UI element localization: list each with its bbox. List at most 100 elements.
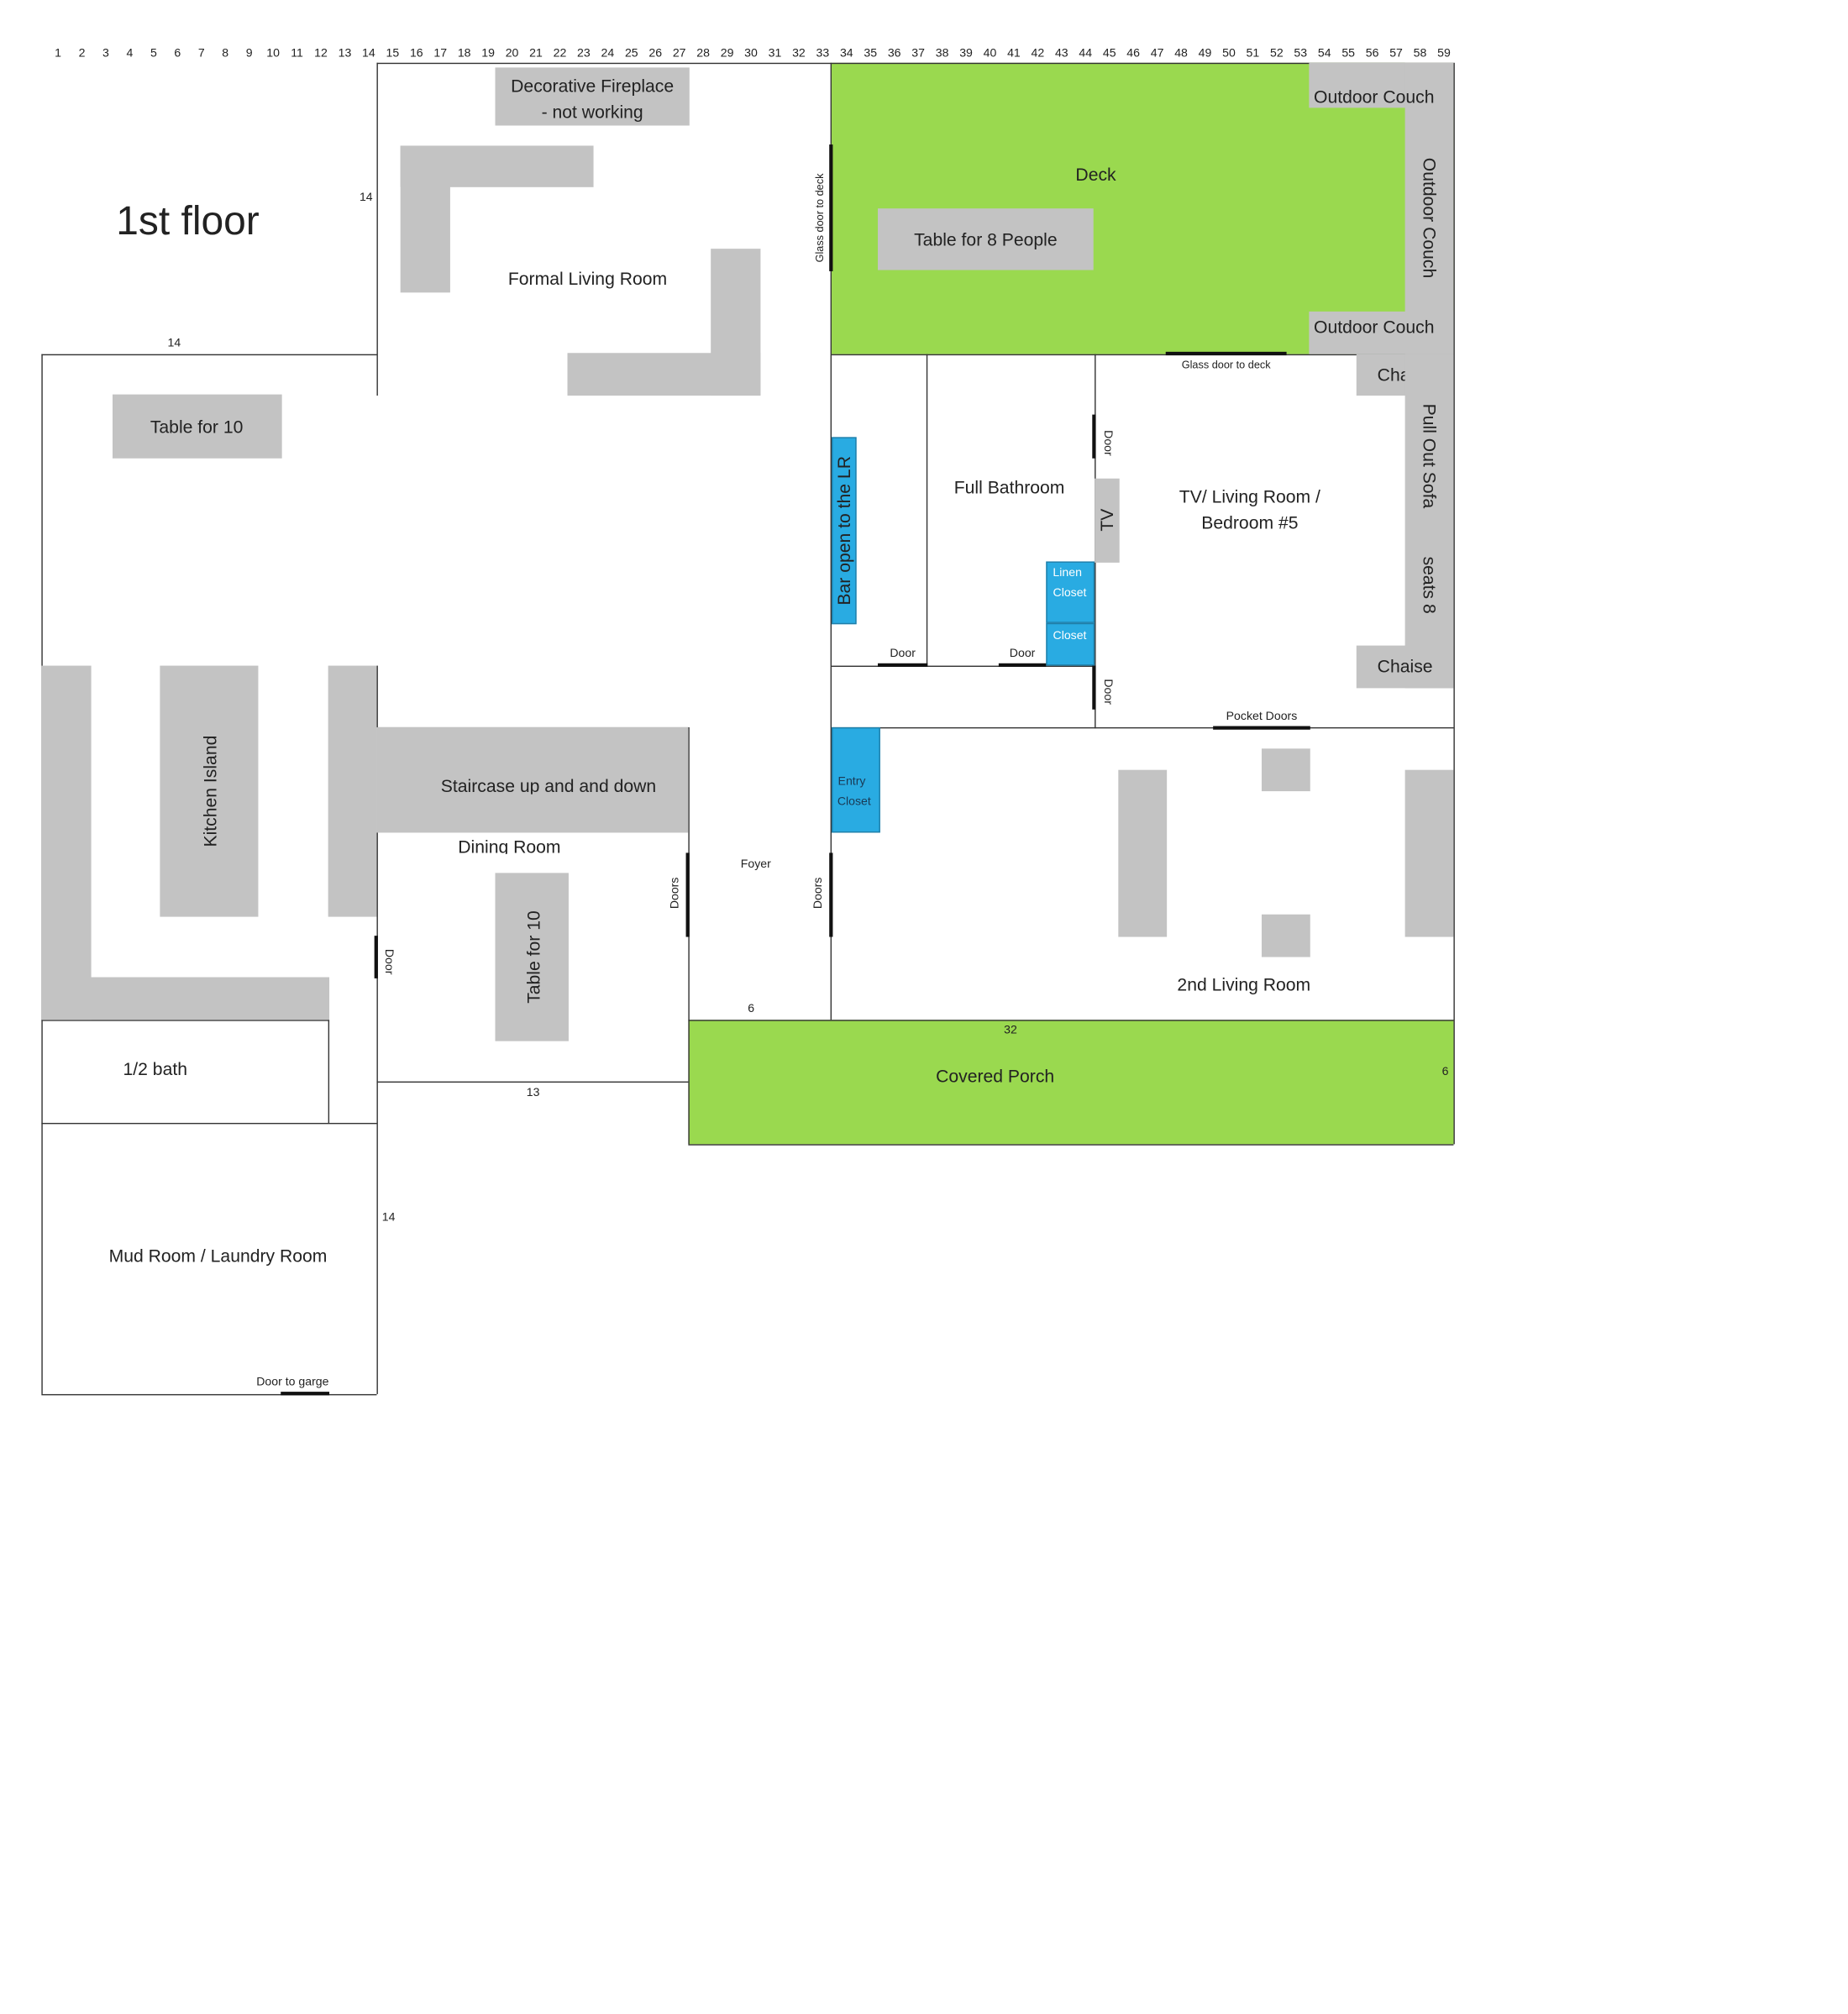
ruler-number: 37 bbox=[911, 47, 925, 60]
ruler-number: 31 bbox=[768, 47, 782, 60]
doors bbox=[829, 852, 833, 937]
ruler-number: 32 bbox=[792, 47, 806, 60]
deck-table bbox=[878, 208, 1094, 270]
wall bbox=[41, 1122, 377, 1125]
ruler-number: 29 bbox=[720, 47, 734, 60]
sofa bbox=[1404, 769, 1454, 937]
tv-label: TV bbox=[1097, 508, 1118, 532]
ruler-number: 6 bbox=[174, 47, 181, 60]
ruler-number: 12 bbox=[314, 47, 328, 60]
doors bbox=[685, 852, 690, 937]
outdoor-couch-label: Outdoor Couch bbox=[1418, 157, 1439, 279]
door bbox=[878, 663, 928, 667]
tv-room-label: Bedroom #5 bbox=[1201, 513, 1299, 534]
ruler-number: 51 bbox=[1246, 47, 1260, 60]
half-bath-label: 1/2 bath bbox=[123, 1059, 187, 1080]
ruler-number: 46 bbox=[1126, 47, 1140, 60]
tv bbox=[1095, 478, 1120, 563]
entry-closet bbox=[832, 726, 880, 833]
kitchen-table bbox=[112, 394, 282, 459]
bar-label: Bar open to the LR bbox=[834, 456, 855, 606]
formal-living-room-label: Formal Living Room bbox=[507, 269, 668, 290]
glass-door bbox=[829, 144, 833, 271]
wall bbox=[376, 62, 378, 396]
counter bbox=[41, 977, 330, 1020]
wall bbox=[832, 665, 1095, 667]
linen-closet bbox=[1046, 561, 1095, 623]
dimension-label: 14 bbox=[167, 337, 181, 350]
ruler-number: 58 bbox=[1413, 47, 1427, 60]
ruler-number: 21 bbox=[529, 47, 543, 60]
ruler-number: 57 bbox=[1389, 47, 1403, 60]
sofa bbox=[400, 145, 450, 293]
dimension-label: 6 bbox=[1441, 1065, 1449, 1079]
wall bbox=[41, 1393, 377, 1396]
ruler-number: 11 bbox=[291, 47, 303, 60]
ruler-number: 50 bbox=[1222, 47, 1236, 60]
wall bbox=[41, 354, 377, 356]
kitchen-island bbox=[160, 665, 259, 917]
door-label: Door bbox=[1100, 430, 1115, 456]
ruler-number: 20 bbox=[505, 47, 519, 60]
foyer-label: Foyer bbox=[740, 858, 771, 872]
ruler-number: 8 bbox=[222, 47, 229, 60]
ruler-number: 3 bbox=[102, 47, 109, 60]
ruler-number: 23 bbox=[577, 47, 591, 60]
garage-door-label: Door to garge bbox=[256, 1376, 329, 1389]
garage-door bbox=[281, 1392, 330, 1396]
pull-out-sofa bbox=[1404, 354, 1454, 689]
ruler-number: 55 bbox=[1341, 47, 1356, 60]
linen-closet-label: Closet bbox=[1053, 586, 1087, 601]
dimension-label: 6 bbox=[748, 1002, 755, 1016]
ruler-number: 47 bbox=[1150, 47, 1164, 60]
full-bathroom-label: Full Bathroom bbox=[953, 478, 1065, 499]
door-label: Door bbox=[381, 948, 396, 975]
entry-closet-label: Closet bbox=[837, 795, 871, 809]
ruler-number: 18 bbox=[457, 47, 471, 60]
door bbox=[998, 663, 1047, 667]
wall bbox=[830, 62, 832, 1020]
dimension-label: 14 bbox=[381, 1211, 396, 1225]
door bbox=[374, 936, 378, 978]
doors-label: Doors bbox=[811, 877, 826, 910]
ruler-number: 1 bbox=[55, 47, 62, 60]
ruler-number: 39 bbox=[959, 47, 973, 60]
pocket-doors-label: Pocket Doors bbox=[1226, 710, 1298, 723]
ruler-number: 7 bbox=[197, 47, 205, 60]
deck-table-label: Table for 8 People bbox=[914, 230, 1058, 251]
chair bbox=[1261, 914, 1310, 957]
door bbox=[1092, 665, 1096, 710]
ruler-number: 53 bbox=[1294, 47, 1308, 60]
deck-label: Deck bbox=[1075, 165, 1116, 186]
ruler-number: 44 bbox=[1079, 47, 1093, 60]
dimension-label: 32 bbox=[1004, 1024, 1017, 1037]
door-label: Door bbox=[1009, 647, 1036, 661]
ruler-number: 40 bbox=[983, 47, 997, 60]
ruler-number: 34 bbox=[839, 47, 853, 60]
glass-door bbox=[1165, 351, 1287, 356]
dimension-label: 13 bbox=[526, 1086, 540, 1100]
staircase bbox=[376, 726, 689, 833]
linen-closet-label: Linen bbox=[1053, 566, 1082, 580]
ruler-number: 22 bbox=[553, 47, 567, 60]
fireplace-label: - not working bbox=[541, 102, 643, 123]
ruler-number: 48 bbox=[1174, 47, 1188, 60]
pull-out-sofa-label: Pull Out Sofa bbox=[1418, 403, 1439, 509]
pocket-doors bbox=[1213, 726, 1310, 730]
ruler-number: 26 bbox=[648, 47, 663, 60]
bar bbox=[832, 437, 857, 625]
ruler-number: 38 bbox=[935, 47, 949, 60]
ruler-number: 54 bbox=[1317, 47, 1331, 60]
counter bbox=[328, 665, 377, 917]
ruler-number: 17 bbox=[433, 47, 448, 60]
entry-closet-label: Entry bbox=[837, 775, 866, 789]
ruler-number: 10 bbox=[266, 47, 280, 60]
covered-porch-area bbox=[688, 1020, 1454, 1145]
outdoor-couch-label: Outdoor Couch bbox=[1314, 87, 1435, 108]
outdoor-couch-label: Outdoor Couch bbox=[1314, 317, 1435, 338]
dimension-label: 14 bbox=[359, 191, 373, 205]
staircase-label: Staircase up and and down bbox=[440, 776, 657, 795]
dining-table-label: Table for 10 bbox=[524, 910, 545, 1004]
fireplace bbox=[495, 67, 690, 126]
